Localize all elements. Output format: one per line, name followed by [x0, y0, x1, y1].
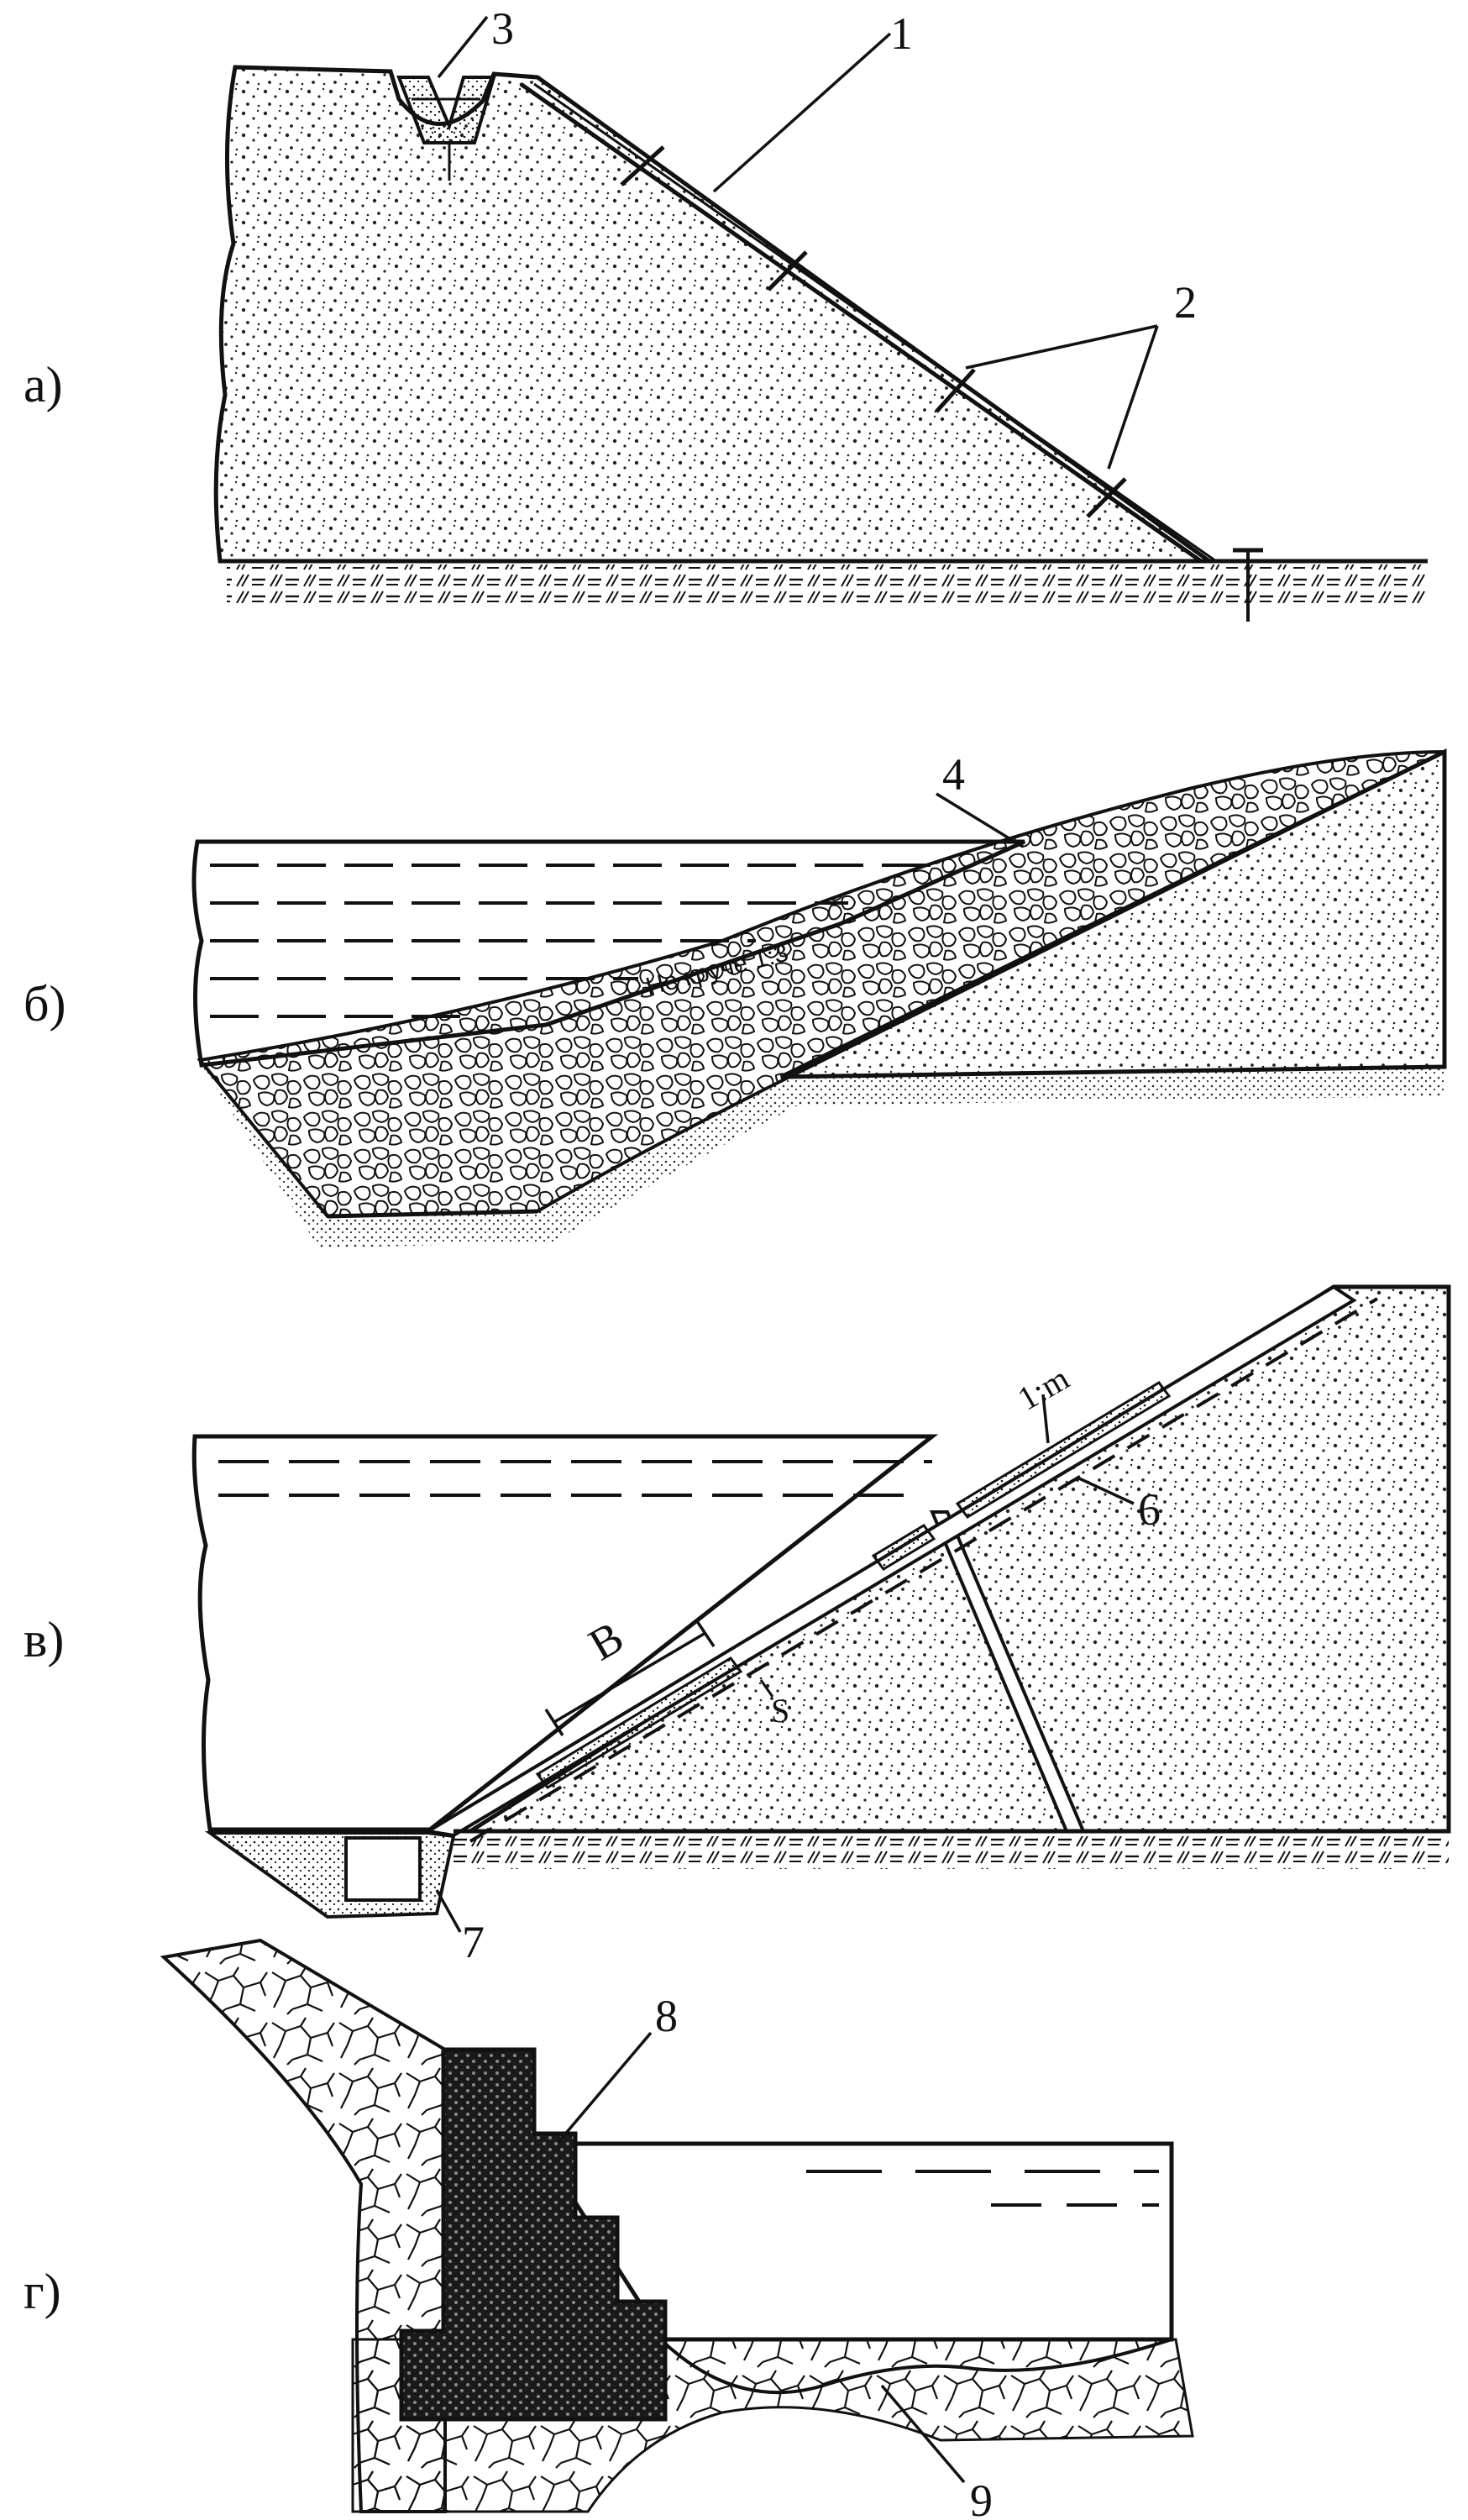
callout-9: 9	[970, 2475, 993, 2520]
leader-S	[759, 1679, 774, 1698]
anchor-pins	[620, 145, 1127, 518]
water-body	[191, 1434, 939, 1832]
embankment-body	[213, 65, 1216, 564]
callout-7: 7	[462, 1917, 485, 1967]
callout-4: 4	[942, 749, 965, 800]
bed-line	[327, 1209, 538, 1219]
dimension-B	[544, 1620, 716, 1736]
scour-curve	[663, 2338, 1172, 2395]
callout-3: 3	[491, 3, 514, 54]
gabion-wall	[399, 2047, 668, 2422]
panel-v: B S 1:m 6 7 в)	[24, 1284, 1451, 1967]
foundation-ground	[227, 564, 1428, 603]
slope-m-label: 1:m	[1011, 1359, 1075, 1418]
leader-3	[437, 15, 489, 79]
callout-1: 1	[890, 8, 913, 59]
leader-6	[1078, 1477, 1135, 1505]
leader-4	[936, 792, 1024, 848]
leader-2a	[965, 324, 1158, 370]
callout-2: 2	[1174, 277, 1197, 328]
leader-2b	[1107, 325, 1159, 470]
panel-g: 8 9 г)	[24, 1938, 1194, 2520]
leader-1	[712, 32, 892, 193]
panel-letter-a: а)	[24, 357, 63, 412]
panel-letter-g: г)	[24, 2264, 61, 2319]
riverbed-fill	[200, 1063, 1444, 1248]
slope-cover-line	[519, 81, 1203, 564]
callout-8: 8	[655, 1991, 678, 2041]
dim-S-label: S	[771, 1692, 789, 1730]
filter-dashed-line	[469, 1297, 1379, 1843]
leader-8	[557, 2031, 653, 2144]
callout-6: 6	[1138, 1484, 1161, 1535]
slope-m-tick	[1041, 1394, 1050, 1444]
leader-9	[880, 2384, 966, 2484]
panel-a: 1 2 3 а)	[24, 3, 1428, 622]
panel-letter-v: в)	[24, 1612, 64, 1667]
panel-b: 4 Не круче 1:3 б)	[24, 748, 1447, 1248]
leader-7	[435, 1889, 462, 1933]
water-dashes	[218, 1460, 932, 1497]
drainage-ditch	[396, 76, 496, 144]
foundation-ground	[454, 1836, 1449, 1869]
toe-block	[344, 1836, 422, 1902]
slab-segments	[535, 1381, 1172, 1789]
panel-letter-b: б)	[24, 976, 66, 1032]
water-dashes	[806, 2170, 1159, 2207]
